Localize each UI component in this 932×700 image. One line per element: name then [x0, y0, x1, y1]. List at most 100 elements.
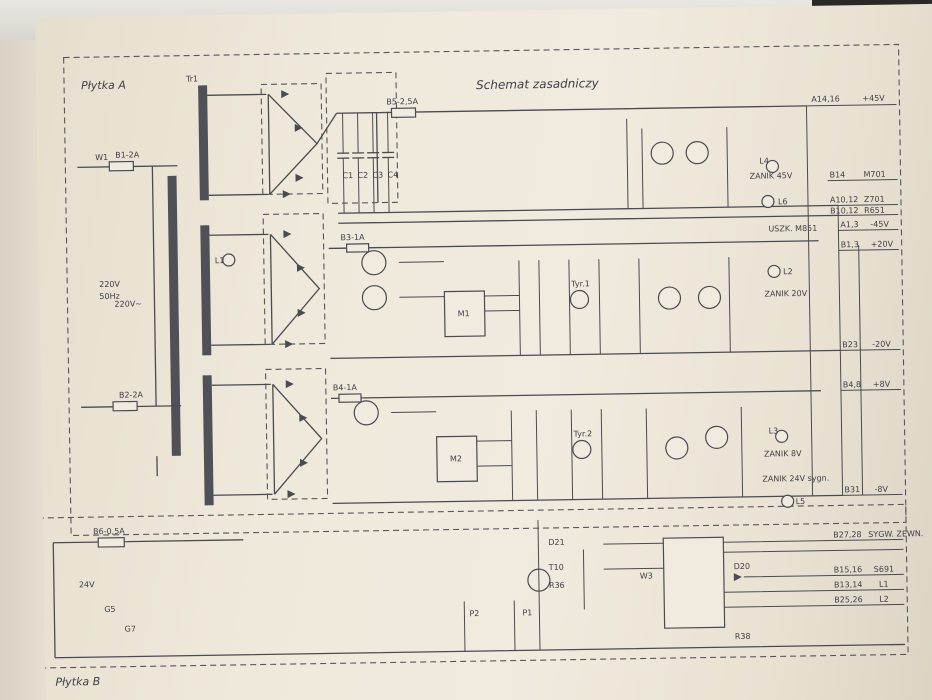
fuse-b6-label: B6-0,5A	[93, 527, 125, 537]
output-leads	[806, 103, 903, 496]
out-10-pin: B15,16	[834, 565, 863, 574]
rail-20v	[328, 240, 819, 250]
right-transistor-wiring	[626, 118, 744, 499]
transistor-t9	[705, 425, 729, 449]
fuse-b1	[108, 160, 135, 172]
cap-c3-label: C3	[372, 171, 383, 180]
fuse-b2	[112, 400, 138, 412]
out-9-pin: B27,28	[833, 530, 862, 539]
diode-d21	[733, 573, 742, 582]
board-b-outline	[37, 503, 909, 669]
mains-voltage: 220V	[99, 280, 120, 289]
lamp-l4-note: ZANIK 45V	[750, 171, 793, 181]
b-g5-label: G5	[104, 605, 115, 614]
thyristor-tyr2-label: Tyr.2	[573, 429, 593, 438]
fuse-b6	[97, 537, 125, 548]
diode-d6	[296, 263, 305, 272]
cap-c1-label: C1	[342, 171, 353, 180]
board-b-outputs: B27,28 SYGW. ZEWN. B15,16 S691 B13,14 L1…	[723, 529, 923, 608]
diagram-title: Schemat zasadniczy	[476, 76, 600, 92]
out-5-pin: B1,3	[841, 240, 859, 249]
lamp-l5	[781, 494, 795, 508]
rail-45v	[336, 105, 807, 203]
out-2-pin: A10,12	[830, 195, 859, 204]
lamp-l4-label: L4	[759, 156, 769, 165]
lamp-l2-label: L2	[783, 267, 793, 276]
out-9-value: SYGW. ZEWN.	[868, 529, 923, 539]
fuse-b3	[345, 243, 370, 253]
bridge3-wiring	[272, 383, 323, 495]
ic-m1-label: M1	[458, 309, 470, 318]
transformer-secondary-2	[200, 225, 212, 356]
filter-subboard	[325, 71, 399, 204]
ic-m1	[443, 290, 486, 338]
out-6-pin: B23	[842, 340, 858, 349]
b-y14-label: G7	[125, 624, 136, 633]
lamp-l6-note: USZK. M851	[768, 224, 817, 234]
regulator1-wiring	[398, 259, 601, 356]
pot-p2-label: P2	[469, 609, 479, 618]
out-4-pin: A1,3	[840, 220, 858, 229]
diode-d3	[295, 173, 304, 182]
out-8-value: -8V	[874, 485, 888, 494]
transistor-t10-label: T10	[548, 563, 564, 572]
rail-8v	[331, 390, 821, 400]
regulator2-wiring	[391, 409, 604, 501]
thyristor-tyr1	[569, 289, 590, 310]
fuse-w1-label: W1	[95, 153, 108, 162]
transistor-t6	[697, 285, 722, 310]
out-7-value: +8V	[873, 380, 891, 389]
diode-d7	[297, 308, 306, 317]
out-3-pin: B10,12	[830, 206, 859, 215]
lamp-l5-label: L5	[796, 497, 806, 506]
diode-d1	[281, 90, 290, 99]
transistor-t8	[665, 436, 689, 460]
filter-capacitors	[337, 112, 395, 214]
out-5-value: +20V	[871, 240, 894, 249]
secondary-taps	[207, 93, 273, 496]
out-0-value: +45V	[862, 94, 885, 103]
lamp-l5-note: ZANIK 24V sygn.	[762, 474, 829, 484]
schematic-sheet: Płytka A Płytka B Schemat zasadniczy Tr1…	[35, 3, 932, 700]
mains-frequency: 50Hz	[99, 292, 120, 301]
out-4-value: -45V	[870, 220, 889, 229]
resistor-r38-label: R36	[549, 581, 565, 590]
resistor-r36-label: D21	[548, 538, 564, 547]
pot-p1-label: P1	[522, 608, 532, 617]
cap-c2-label: C2	[357, 171, 368, 180]
lamp-l4	[765, 159, 780, 174]
transistor-t1	[650, 141, 674, 165]
lamp-l2	[767, 264, 781, 279]
rail-8v-return	[332, 494, 843, 505]
lamp-l3-note: ZANIK 8V	[764, 449, 802, 459]
out-2-value: Z701	[864, 195, 885, 204]
transformer-label: Tr1	[185, 74, 198, 83]
diode-d5	[283, 230, 292, 239]
fuse-b2-label: B2-2A	[119, 390, 144, 399]
fuse-b3-label: B3-1A	[340, 233, 365, 242]
transistor-t7	[353, 400, 379, 426]
rail-45v-return	[338, 204, 839, 224]
fuse-b1-label: B1-2A	[115, 150, 140, 159]
mains-leads	[77, 165, 182, 408]
diode-d13	[299, 413, 308, 422]
bridge2-subboard	[262, 212, 326, 345]
b-24v-label: 24V	[79, 580, 95, 589]
diode-d21-label: D20	[734, 562, 750, 571]
diode-d15	[287, 490, 296, 499]
fuse-b5-label: B5-2,5A	[386, 97, 418, 107]
out-6-value: -20V	[872, 340, 891, 349]
board-b-label: Płytka B	[55, 675, 100, 689]
output-labels: A14,16 +45V B14 M701 A10,12 Z701 B10,12 …	[811, 94, 894, 495]
board-b-frame-wiring	[52, 539, 905, 659]
transistor-t3	[361, 250, 387, 276]
out-10-value: S691	[874, 565, 894, 574]
transistor-t5	[657, 286, 682, 310]
out-12-pin: B25,26	[834, 595, 863, 604]
transformer-secondary-1	[198, 85, 209, 201]
lamp-l6-label: L6	[778, 197, 788, 206]
out-1-value: M701	[863, 170, 885, 179]
board-a-outline	[63, 43, 907, 537]
bridge1-subboard	[260, 82, 324, 196]
